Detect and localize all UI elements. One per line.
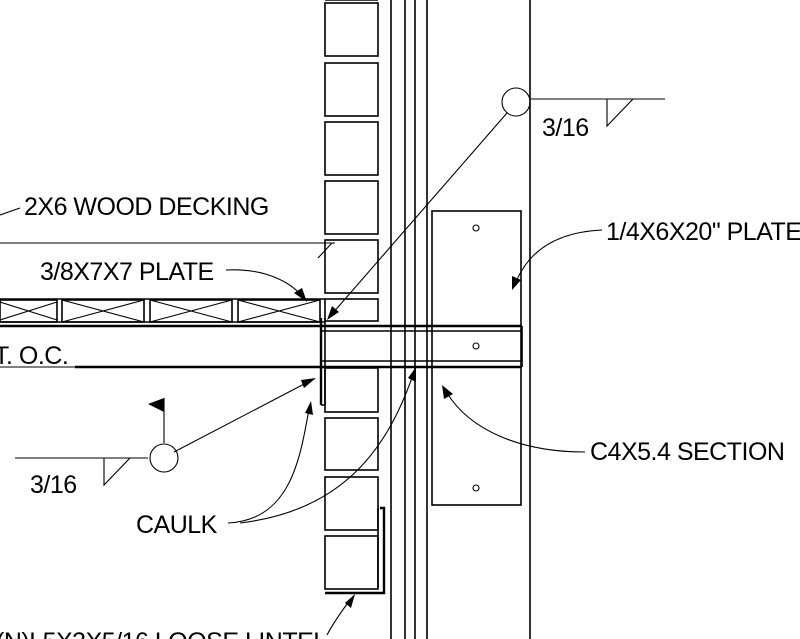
weld-symbol-bottom: [103, 443, 179, 487]
wood-decking-label: 2X6 WOOD DECKING: [24, 193, 269, 221]
large-plate: [431, 210, 522, 506]
weld-bottom-label: 3/16: [30, 471, 77, 499]
caulk-label: CAULK: [136, 511, 218, 539]
masonry-block-column: [324, 0, 379, 590]
channel-beam: [0, 324, 523, 369]
weld-top-label: 3/16: [542, 114, 589, 142]
joist-blocks: [0, 298, 325, 323]
channel-label: C4X5.4 SECTION: [590, 438, 784, 466]
spacing-label: T. O.C.: [0, 342, 68, 370]
wall-lines: [390, 0, 531, 639]
lintel-label: (N)L5X3X5/16 LOOSE LINTEL: [0, 628, 327, 639]
leader-lines: [0, 98, 665, 636]
small-plate: [319, 318, 326, 406]
loose-lintel: [325, 506, 386, 595]
small-plate-label: 3/8X7X7 PLATE: [40, 258, 214, 286]
weld-symbol-top: [501, 87, 634, 128]
large-plate-label: 1/4X6X20" PLATE: [606, 218, 800, 246]
